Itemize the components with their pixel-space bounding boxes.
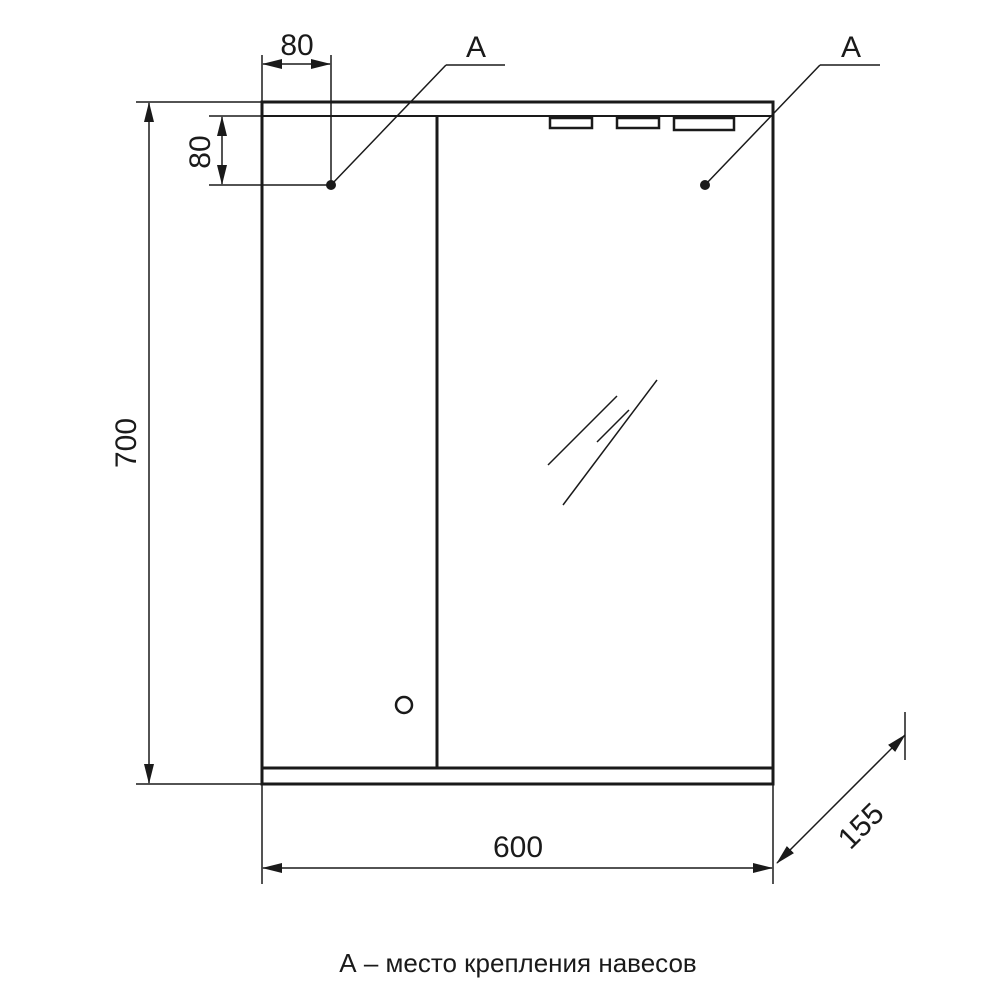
- light-fixtures: [548, 116, 736, 132]
- hinge-label-left: A: [466, 31, 486, 64]
- cabinet-outline: [260, 100, 775, 786]
- height-dimension: [136, 101, 262, 785]
- hinge-leader-left: [330, 64, 505, 186]
- light-icon: [615, 116, 661, 130]
- hinge-label-right: A: [841, 31, 861, 64]
- depth-dimension: [776, 712, 906, 864]
- left-door: [394, 116, 439, 768]
- height-label: 700: [110, 418, 143, 468]
- hinge-offset-y-label: 80: [184, 135, 217, 168]
- light-icon: [672, 116, 736, 132]
- legend-caption: А – место крепления навесов: [339, 948, 696, 978]
- hinge-offset-x-label: 80: [280, 29, 313, 62]
- light-icon: [548, 116, 594, 130]
- depth-label: 155: [832, 797, 891, 856]
- width-label: 600: [493, 831, 543, 864]
- width-dimension: [261, 784, 774, 884]
- hinge-offset-y-dimension: [209, 115, 331, 186]
- hinge-point-right-icon: [700, 180, 710, 190]
- hinge-point-left-icon: [326, 180, 336, 190]
- door-knob-icon: [394, 695, 414, 715]
- mirror-reflection-icon: [547, 379, 658, 506]
- hinge-offset-x-dimension: [261, 55, 332, 185]
- hinge-leader-right: [704, 64, 880, 186]
